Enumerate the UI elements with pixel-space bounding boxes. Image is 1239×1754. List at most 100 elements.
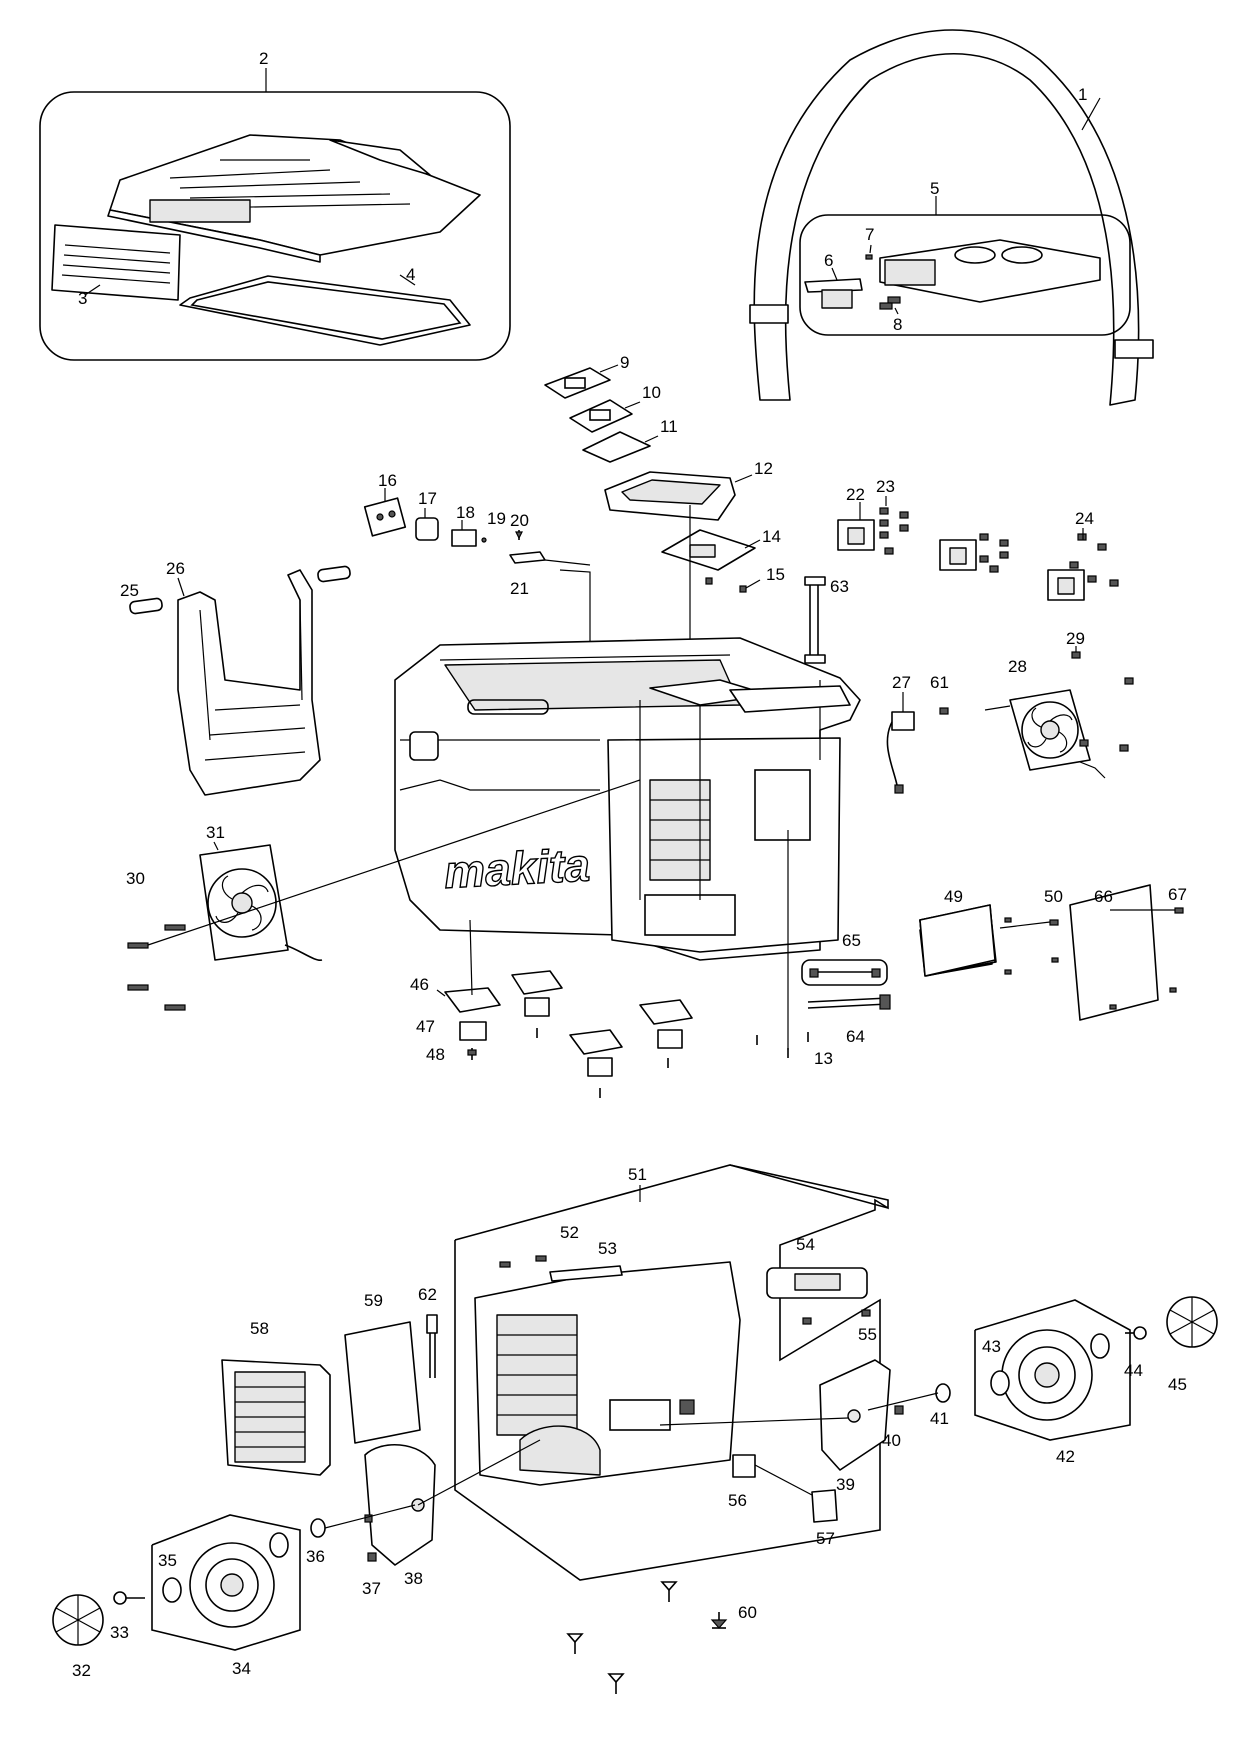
- hinge-middle-part: [939, 533, 1009, 573]
- callout-63: 63: [830, 577, 849, 596]
- callout-52: 52: [560, 1223, 579, 1242]
- rear-housing-part: [474, 1261, 741, 1486]
- callout-47: 47: [416, 1017, 435, 1036]
- callout-51: 51: [628, 1165, 647, 1184]
- lid-top-part: [107, 134, 481, 263]
- wheel-cover-right-part: [659, 1359, 891, 1471]
- clip-screw-part-a: [887, 296, 901, 304]
- callout-6: 6: [824, 251, 833, 270]
- callout-17: 17: [418, 489, 437, 508]
- callout-2: 2: [259, 49, 268, 68]
- callout-44: 44: [1124, 1361, 1143, 1380]
- callout-39: 39: [836, 1475, 855, 1494]
- callout-24: 24: [1075, 509, 1094, 528]
- callout-28: 28: [1008, 657, 1027, 676]
- callout-7: 7: [865, 225, 874, 244]
- left-bushing-part: [310, 1518, 326, 1538]
- cover-screws-part: [1109, 907, 1184, 1010]
- callout-65: 65: [842, 931, 861, 950]
- callout-3: 3: [78, 289, 87, 308]
- callout-35: 35: [158, 1551, 177, 1570]
- callout-36: 36: [306, 1547, 325, 1566]
- cable-connector-64: [879, 994, 891, 1010]
- callout-21: 21: [510, 579, 529, 598]
- callout-45: 45: [1168, 1375, 1187, 1394]
- panel-sheet-part: [544, 367, 611, 399]
- callout-20: 20: [510, 511, 529, 530]
- carry-handle-part: [177, 569, 321, 796]
- callout-18: 18: [456, 503, 475, 522]
- hardware-parts-group: [499, 1255, 871, 1325]
- callout-42: 42: [1056, 1447, 1075, 1466]
- callout-34: 34: [232, 1659, 251, 1678]
- callout-41: 41: [930, 1409, 949, 1428]
- callout-61: 61: [930, 673, 949, 692]
- housing-group-frame: [454, 1164, 889, 1581]
- callout-49: 49: [944, 887, 963, 906]
- clip-rod-part: [426, 1314, 438, 1378]
- callout-40: 40: [882, 1431, 901, 1450]
- wheel-screw-left-part: [113, 1591, 145, 1605]
- control-panel-parts: [544, 364, 761, 690]
- left-cover-screw-part-a: [364, 1514, 373, 1523]
- wheel-cap-right-part: [1166, 1296, 1218, 1348]
- wheel-cover-left-part: [364, 1439, 541, 1566]
- wheel-cap-left-part: [52, 1594, 104, 1646]
- fan-left-screws-part: [127, 924, 186, 1011]
- callout-13: 13: [814, 1049, 833, 1068]
- callout-59: 59: [364, 1291, 383, 1310]
- callout-22: 22: [846, 485, 865, 504]
- wheel-bearing-right: [990, 1370, 1010, 1396]
- panel-screws-part: [1004, 917, 1059, 975]
- foot-screw-part: [467, 1049, 477, 1056]
- lid-group-frame: [39, 91, 511, 361]
- callout-15: 15: [766, 565, 785, 584]
- callout-30: 30: [126, 869, 145, 888]
- callout-64: 64: [846, 1027, 865, 1046]
- callout-31: 31: [206, 823, 225, 842]
- callout-56: 56: [728, 1491, 747, 1510]
- hinge-parts: [837, 496, 1119, 601]
- small-screws-part: [756, 830, 809, 1058]
- strap-buckle-left: [749, 304, 789, 324]
- fan-right-part: [1009, 689, 1106, 779]
- callout-14: 14: [762, 527, 781, 546]
- callout-29: 29: [1066, 629, 1085, 648]
- callout-8: 8: [893, 315, 902, 334]
- wheel-right-group: [974, 1299, 1131, 1441]
- cover-screw-part: [894, 1405, 904, 1415]
- clip-screw-part-b: [879, 302, 893, 310]
- switch-parts: [363, 488, 591, 670]
- cable-parts: [801, 959, 891, 1010]
- filter-sheet-part: [344, 1321, 421, 1444]
- foot-parts: [436, 919, 693, 1098]
- callout-1: 1: [1078, 85, 1087, 104]
- callout-33: 33: [110, 1623, 129, 1642]
- callout-4: 4: [406, 265, 415, 284]
- leader-39: [659, 1417, 849, 1426]
- left-cover-screw-part: [367, 1552, 377, 1562]
- clip-block-part: [879, 239, 1101, 303]
- callout-23: 23: [876, 477, 895, 496]
- leader-fan-to-body: [147, 779, 641, 946]
- connector-parts: [732, 1454, 838, 1523]
- control-housing-part: [604, 471, 736, 521]
- callout-5: 5: [930, 179, 939, 198]
- fan-left-part: [199, 844, 323, 961]
- filter-grille-part: [221, 1359, 331, 1476]
- wheel-bearing-left: [162, 1577, 182, 1603]
- callout-25: 25: [120, 581, 139, 600]
- cover-panel-part: [1069, 884, 1159, 1021]
- callout-43: 43: [982, 1337, 1001, 1356]
- shoulder-strap-part: [749, 29, 1154, 406]
- bushing-part: [935, 1383, 951, 1403]
- callout-48: 48: [426, 1045, 445, 1064]
- lid-handle-strip-part: [51, 224, 181, 301]
- strap-buckle-right: [1114, 339, 1154, 359]
- sensor-part: [886, 711, 915, 794]
- callout-53: 53: [598, 1239, 617, 1258]
- callout-60: 60: [738, 1603, 757, 1622]
- handle-pin-part: [129, 565, 351, 615]
- board-screw-part-b: [739, 585, 747, 593]
